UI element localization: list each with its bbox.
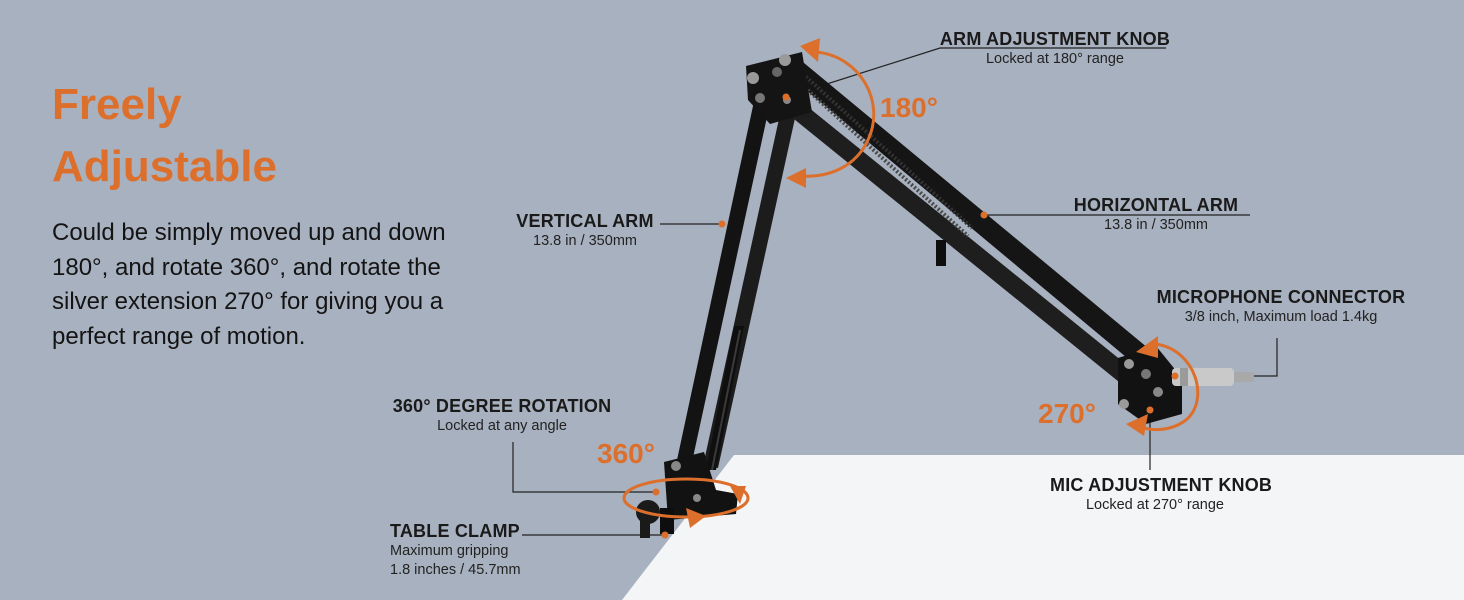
callout-detail: 13.8 in / 350mm [1104,217,1208,233]
callout-title: TABLE CLAMP [390,521,520,541]
vertical-arm [677,92,799,471]
rotation-arrows [622,50,1200,519]
horizontal-arm [768,58,1160,386]
callout-arm-adjustment-knob: ARM ADJUSTMENT KNOB Locked at 180° range [920,28,1190,69]
callout-title: VERTICAL ARM [516,211,654,231]
callout-detail-line-2: 1.8 inches / 45.7mm [390,562,521,578]
callout-title: MICROPHONE CONNECTOR [1156,287,1406,307]
arrow-heads [686,38,1158,528]
headline: Freely Adjustable [52,74,277,198]
degree-label-180: 180° [880,92,938,123]
callout-vertical-arm: VERTICAL ARM 13.8 in / 350mm [500,210,670,251]
callout-detail: Locked at 180° range [985,51,1124,67]
degree-label-360: 360° [597,438,655,469]
description: Could be simply moved up and down 180°, … [52,219,446,350]
callout-detail: 13.8 in / 350mm [533,233,637,249]
headline-line-2: Adjustable [52,142,277,191]
callout-title: 360° DEGREE ROTATION [392,396,612,416]
callout-table-clamp: TABLE CLAMP Maximum gripping 1.8 inches … [390,520,570,580]
mic-head [1118,346,1254,424]
base-360-arrow [622,477,750,519]
callout-title: MIC ADJUSTMENT KNOB [1050,475,1273,495]
callout-mic-adjustment-knob: MIC ADJUSTMENT KNOB Locked at 270° range [1050,474,1273,515]
degree-label-270: 270° [1038,398,1096,429]
base-clamp [636,452,738,538]
leader-dots [652,93,1179,539]
mic-270-arrow [1133,342,1200,431]
callout-horizontal-arm: HORIZONTAL ARM 13.8 in / 350mm [1056,194,1256,235]
top-joint [746,52,812,124]
callout-detail-line-1: Maximum gripping [390,543,509,559]
callout-detail: 3/8 inch, Maximum load 1.4kg [1184,309,1378,325]
headline-line-1: Freely [52,80,182,129]
arm-180-arrow [799,50,876,178]
callout-detail: Locked at any angle [437,418,567,434]
callout-detail: Locked at 270° range [1085,497,1224,513]
callout-360-rotation: 360° DEGREE ROTATION Locked at any angle [384,395,620,436]
callout-title: HORIZONTAL ARM [1073,195,1239,215]
callout-title: ARM ADJUSTMENT KNOB [939,29,1171,49]
rotation-leader [512,442,656,493]
arm-knob-leader [785,47,1166,98]
callout-microphone-connector: MICROPHONE CONNECTOR 3/8 inch, Maximum l… [1148,286,1414,327]
